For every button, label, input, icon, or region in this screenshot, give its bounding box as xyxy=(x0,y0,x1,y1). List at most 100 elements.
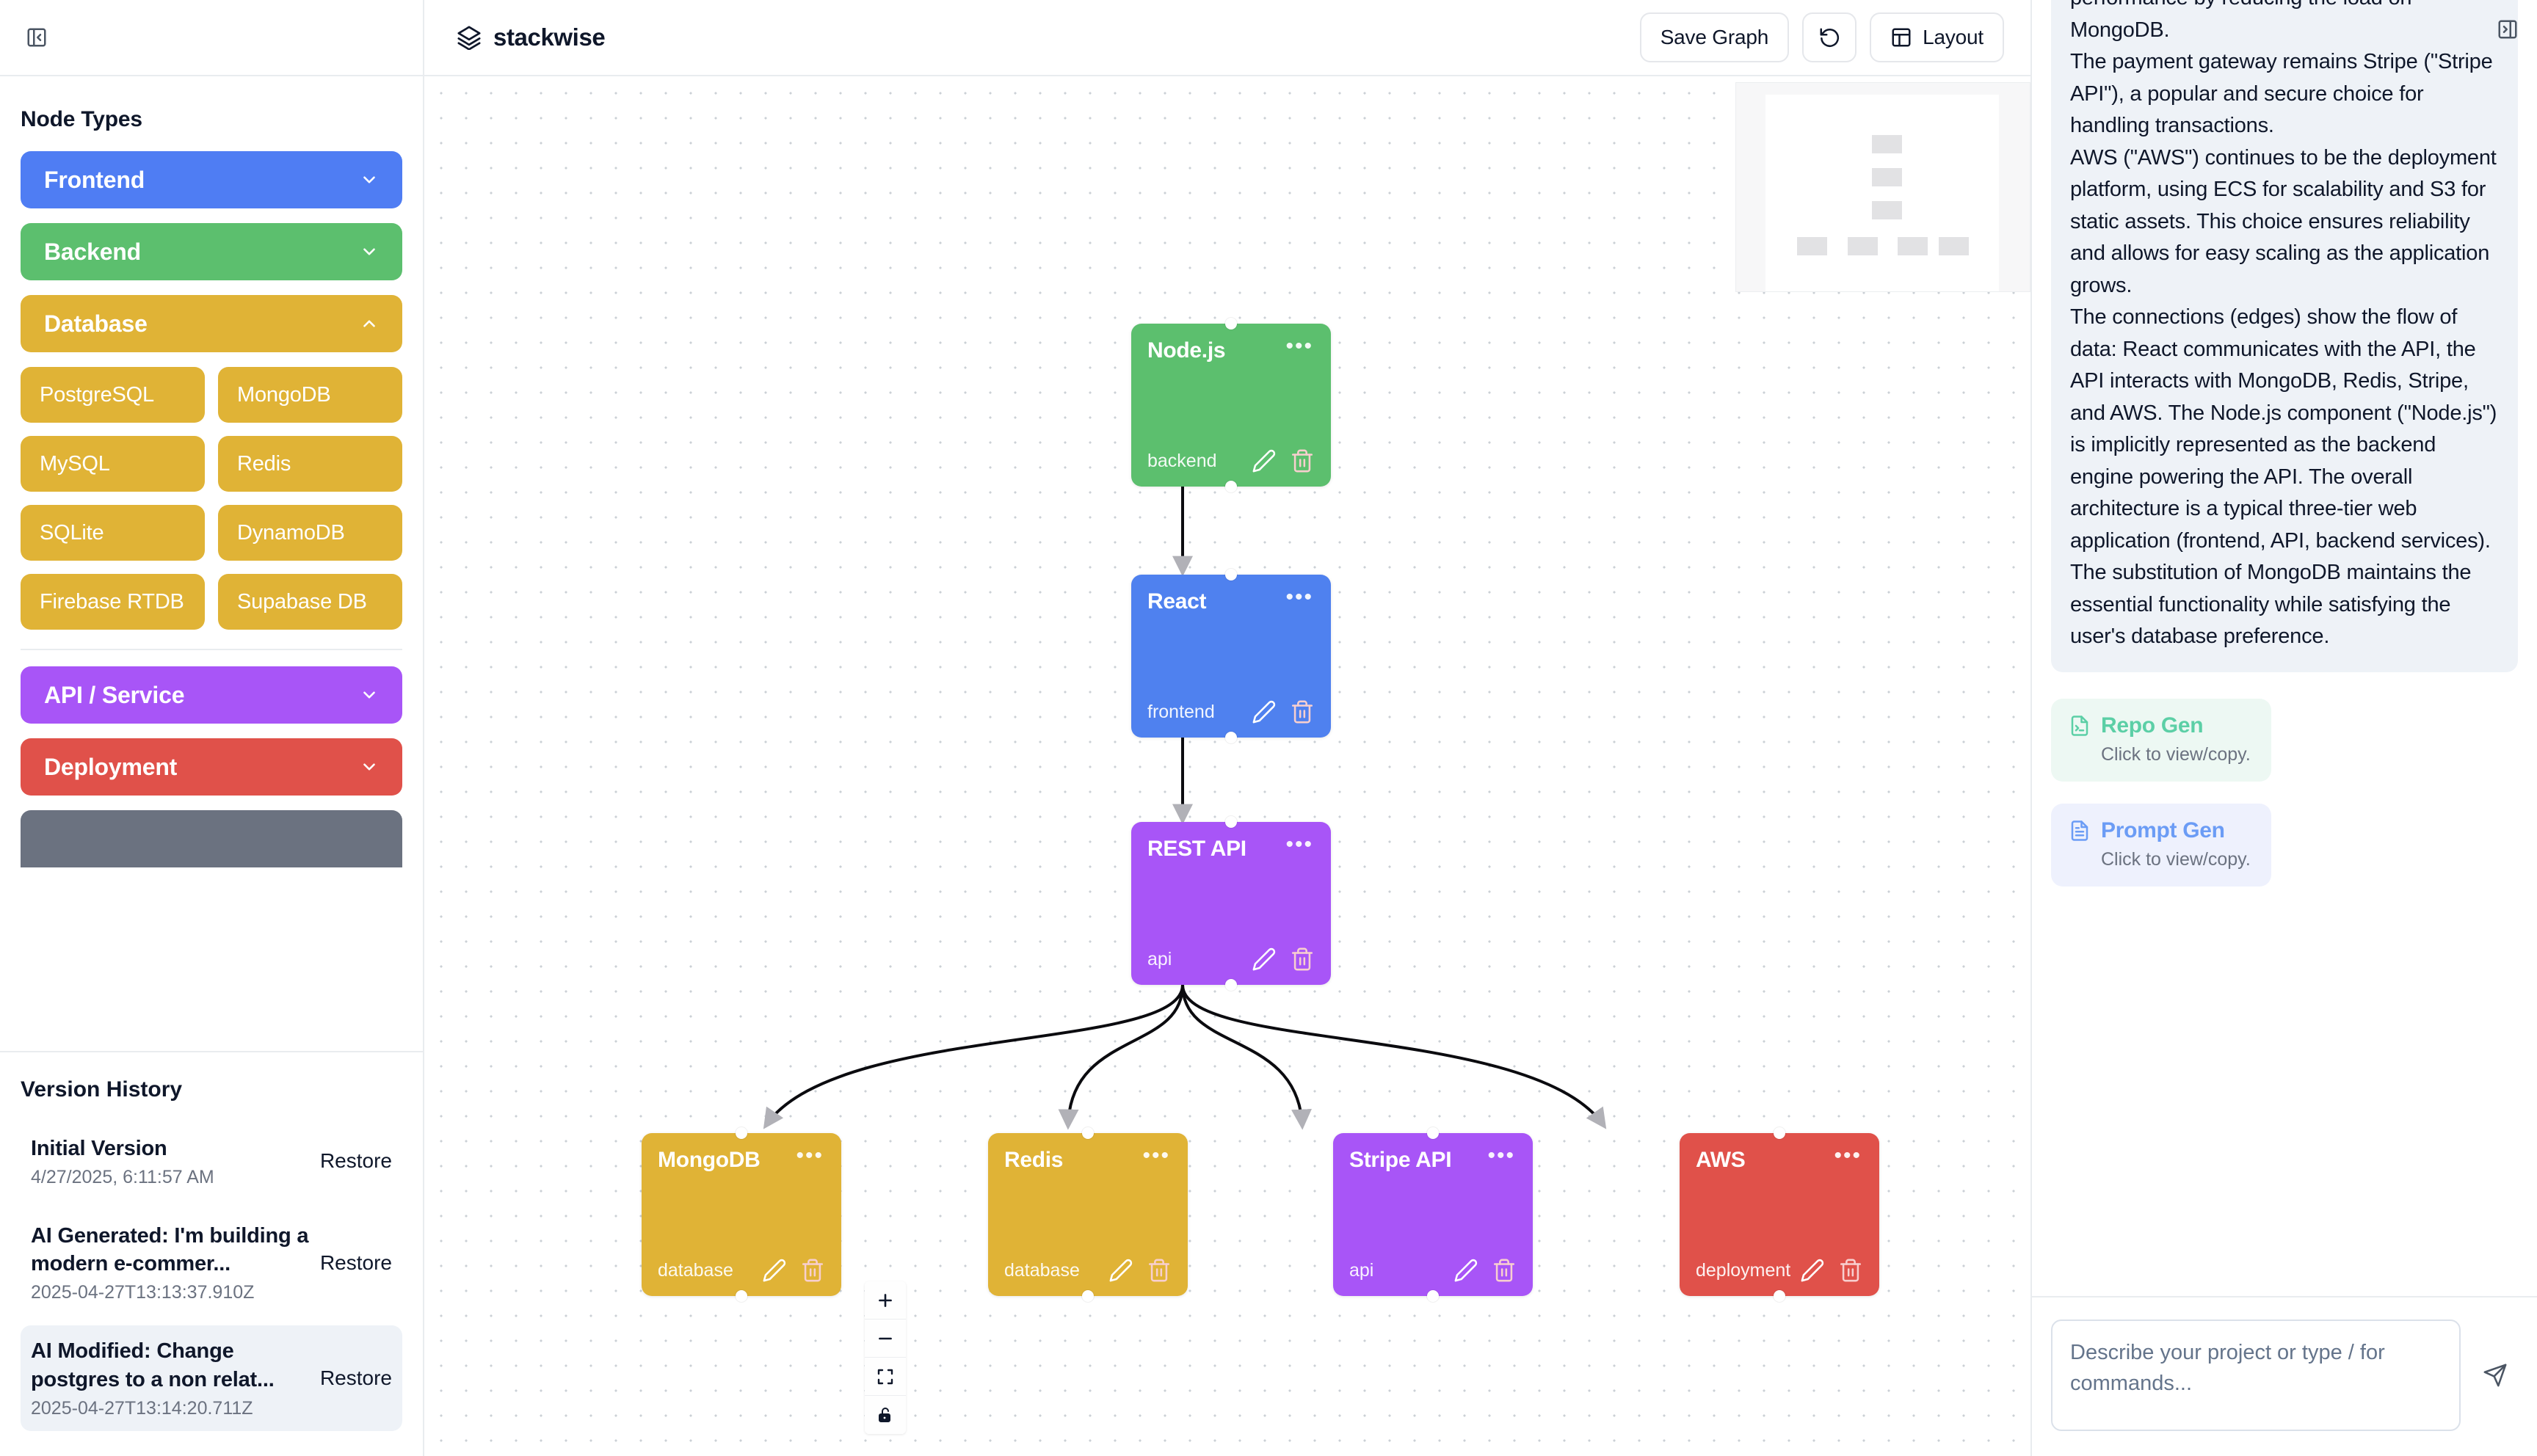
graph-node-mongodb[interactable]: MongoDB ••• database xyxy=(642,1127,841,1302)
minimap-viewport xyxy=(1765,95,1999,291)
version-date: 4/27/2025, 6:11:57 AM xyxy=(31,1166,214,1187)
delete-trash-icon[interactable] xyxy=(1838,1258,1863,1283)
node-chip-mongodb[interactable]: MongoDB xyxy=(218,367,402,423)
node-menu-icon[interactable]: ••• xyxy=(1285,585,1313,609)
category-api-service[interactable]: API / Service xyxy=(21,666,402,724)
graph-node-react[interactable]: React ••• frontend xyxy=(1131,569,1331,743)
node-type-label: database xyxy=(658,1259,733,1281)
node-handle-bottom[interactable] xyxy=(1774,1290,1785,1302)
edit-pencil-icon[interactable] xyxy=(1252,947,1277,972)
zoom-in-button[interactable] xyxy=(865,1281,906,1320)
reset-graph-button[interactable] xyxy=(1802,12,1857,62)
version-name: AI Modified: Change postgres to a non re… xyxy=(31,1339,275,1391)
fit-view-button[interactable] xyxy=(865,1358,906,1396)
node-menu-icon[interactable]: ••• xyxy=(1142,1143,1170,1168)
node-menu-icon[interactable]: ••• xyxy=(1834,1143,1862,1168)
repo-gen-card[interactable]: Repo Gen Click to view/copy. xyxy=(2051,698,2271,782)
prompt-gen-card[interactable]: Prompt Gen Click to view/copy. xyxy=(2051,803,2271,887)
node-handle-top[interactable] xyxy=(1427,1127,1439,1139)
delete-trash-icon[interactable] xyxy=(1290,947,1315,972)
node-handle-bottom[interactable] xyxy=(1225,732,1237,743)
node-handle-bottom[interactable] xyxy=(736,1290,747,1302)
graph-node-redis[interactable]: Redis ••• database xyxy=(988,1127,1188,1302)
minimap-node xyxy=(1872,135,1902,153)
node-handle-top[interactable] xyxy=(1225,569,1237,580)
node-menu-icon[interactable]: ••• xyxy=(1285,334,1313,358)
category-deployment[interactable]: Deployment xyxy=(21,738,402,796)
delete-trash-icon[interactable] xyxy=(800,1258,825,1283)
rotate-ccw-icon xyxy=(1820,28,1840,47)
panel-collapse-left-icon[interactable] xyxy=(21,21,53,54)
delete-trash-icon[interactable] xyxy=(1147,1258,1172,1283)
node-title: Node.js xyxy=(1147,338,1226,363)
graph-node-rest-api[interactable]: REST API ••• api xyxy=(1131,816,1331,991)
assistant-scroll[interactable]: performance by reducing the load on Mong… xyxy=(2032,0,2537,1296)
node-handle-top[interactable] xyxy=(1225,816,1237,828)
delete-trash-icon[interactable] xyxy=(1492,1258,1517,1283)
panel-expand-right-icon[interactable] xyxy=(2489,10,2527,48)
zoom-out-button[interactable] xyxy=(865,1320,906,1358)
node-types-scroll[interactable]: Node Types Frontend Backend Database Pos… xyxy=(0,76,423,1051)
version-history-item[interactable]: Initial Version 4/27/2025, 6:11:57 AM Re… xyxy=(21,1123,402,1200)
chat-input[interactable] xyxy=(2051,1320,2461,1431)
node-handle-bottom[interactable] xyxy=(1225,979,1237,991)
node-chip-dynamodb[interactable]: DynamoDB xyxy=(218,505,402,561)
restore-button[interactable]: Restore xyxy=(319,1149,392,1173)
version-name: Initial Version xyxy=(31,1136,167,1160)
restore-button[interactable]: Restore xyxy=(319,1366,392,1390)
node-handle-top[interactable] xyxy=(1774,1127,1785,1139)
category-partial-hidden[interactable] xyxy=(21,810,402,867)
node-handle-top[interactable] xyxy=(1225,318,1237,330)
minimap[interactable] xyxy=(1735,82,2030,292)
node-menu-icon[interactable]: ••• xyxy=(1285,832,1313,856)
node-chip-sqlite[interactable]: SQLite xyxy=(21,505,205,561)
node-menu-icon[interactable]: ••• xyxy=(796,1143,824,1168)
node-chip-postgresql[interactable]: PostgreSQL xyxy=(21,367,205,423)
graph-node-aws[interactable]: AWS ••• deployment xyxy=(1680,1127,1879,1302)
save-graph-button[interactable]: Save Graph xyxy=(1639,12,1790,62)
category-label: Database xyxy=(44,310,148,337)
edit-pencil-icon[interactable] xyxy=(1108,1258,1133,1283)
delete-trash-icon[interactable] xyxy=(1290,699,1315,724)
restore-button[interactable]: Restore xyxy=(319,1251,392,1274)
edit-pencil-icon[interactable] xyxy=(762,1258,787,1283)
minus-icon xyxy=(879,1337,892,1339)
node-handle-bottom[interactable] xyxy=(1427,1290,1439,1302)
node-chip-firebase-rtdb[interactable]: Firebase RTDB xyxy=(21,574,205,630)
node-handle-bottom[interactable] xyxy=(1225,481,1237,492)
node-type-label: api xyxy=(1147,948,1172,969)
node-handle-top[interactable] xyxy=(736,1127,747,1139)
delete-trash-icon[interactable] xyxy=(1290,448,1315,473)
node-type-label: deployment xyxy=(1696,1259,1791,1281)
category-backend[interactable]: Backend xyxy=(21,223,402,280)
node-chip-supabase-db[interactable]: Supabase DB xyxy=(218,574,402,630)
version-history-item[interactable]: AI Modified: Change postgres to a non re… xyxy=(21,1325,402,1431)
node-handle-bottom[interactable] xyxy=(1082,1290,1094,1302)
chevron-down-icon xyxy=(363,691,375,699)
node-handle-top[interactable] xyxy=(1082,1127,1094,1139)
edit-pencil-icon[interactable] xyxy=(1800,1258,1825,1283)
edit-pencil-icon[interactable] xyxy=(1252,699,1277,724)
chevron-down-icon xyxy=(363,176,375,183)
category-frontend[interactable]: Frontend xyxy=(21,151,402,208)
fit-view-icon xyxy=(877,1369,893,1384)
layout-button[interactable]: Layout xyxy=(1870,12,2004,62)
node-menu-icon[interactable]: ••• xyxy=(1487,1143,1515,1168)
version-history-item[interactable]: AI Generated: I'm building a modern e-co… xyxy=(21,1210,402,1316)
node-chip-redis[interactable]: Redis xyxy=(218,436,402,492)
react-flow-canvas[interactable]: Node.js ••• backend React ••• xyxy=(424,76,2030,1456)
node-chip-mysql[interactable]: MySQL xyxy=(21,436,205,492)
category-database[interactable]: Database xyxy=(21,295,402,352)
edit-pencil-icon[interactable] xyxy=(1453,1258,1478,1283)
lock-button[interactable] xyxy=(865,1396,906,1434)
category-label: Frontend xyxy=(44,166,145,193)
left-sidebar: Node Types Frontend Backend Database Pos… xyxy=(0,0,424,1456)
send-button[interactable] xyxy=(2472,1353,2518,1398)
edit-pencil-icon[interactable] xyxy=(1252,448,1277,473)
assistant-paragraph: AWS ("AWS") continues to be the deployme… xyxy=(2070,145,2497,297)
send-icon xyxy=(2483,1364,2507,1387)
graph-node-stripe-api[interactable]: Stripe API ••• api xyxy=(1333,1127,1533,1302)
generation-cards: Repo Gen Click to view/copy. Prompt Gen … xyxy=(2051,698,2518,887)
graph-node-nodejs[interactable]: Node.js ••• backend xyxy=(1131,318,1331,492)
assistant-paragraph: The payment gateway remains Stripe ("Str… xyxy=(2070,50,2493,137)
